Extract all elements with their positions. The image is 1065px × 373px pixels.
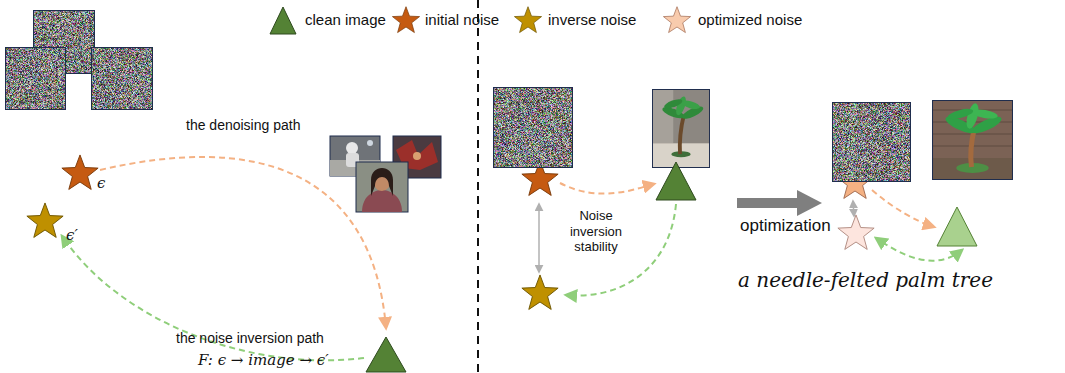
denoising-path <box>872 190 934 227</box>
symbol-label: ϵ′ <box>66 226 78 244</box>
legend-text: initial noise <box>425 11 499 29</box>
step-label: optimization <box>740 216 831 236</box>
noise-image <box>5 47 66 110</box>
legend-star <box>663 7 690 33</box>
optimization-arrow <box>737 190 822 216</box>
clean-image-triangle <box>937 207 977 246</box>
clean-image-triangle <box>656 162 696 200</box>
formula: F: ϵ → image → ϵ′ <box>198 351 329 369</box>
inverse-noise-star <box>27 203 63 237</box>
noise-image <box>493 87 573 168</box>
legend-star <box>392 7 419 33</box>
palm-image <box>932 100 1013 180</box>
stability-arrow <box>538 204 540 272</box>
divider <box>477 0 479 373</box>
legend-text: optimized noise <box>698 11 802 29</box>
legend-triangle <box>270 7 296 34</box>
portrait-image <box>356 162 408 212</box>
legend-star <box>514 7 541 33</box>
noise-image <box>832 102 911 182</box>
optimized-inverse-star <box>838 215 874 249</box>
legend-text: inverse noise <box>548 11 636 29</box>
palm-image <box>652 89 710 168</box>
inversion-path <box>62 236 364 360</box>
symbol-label: ϵ <box>97 174 105 192</box>
initial-noise-star <box>62 155 98 189</box>
denoising-path <box>100 157 386 328</box>
stability-arrow <box>853 201 854 216</box>
stability-label: Noise inversion stability <box>553 208 639 255</box>
inverse-noise-star <box>522 275 558 309</box>
path-label: the denoising path <box>186 117 300 134</box>
denoising-path <box>560 183 654 194</box>
noise-image <box>91 47 153 110</box>
path-label: the noise inversion path <box>176 330 324 347</box>
clean-image-triangle <box>366 337 406 372</box>
legend-text: clean image <box>305 11 386 29</box>
prompt-caption: a needle-felted palm tree <box>738 268 993 292</box>
